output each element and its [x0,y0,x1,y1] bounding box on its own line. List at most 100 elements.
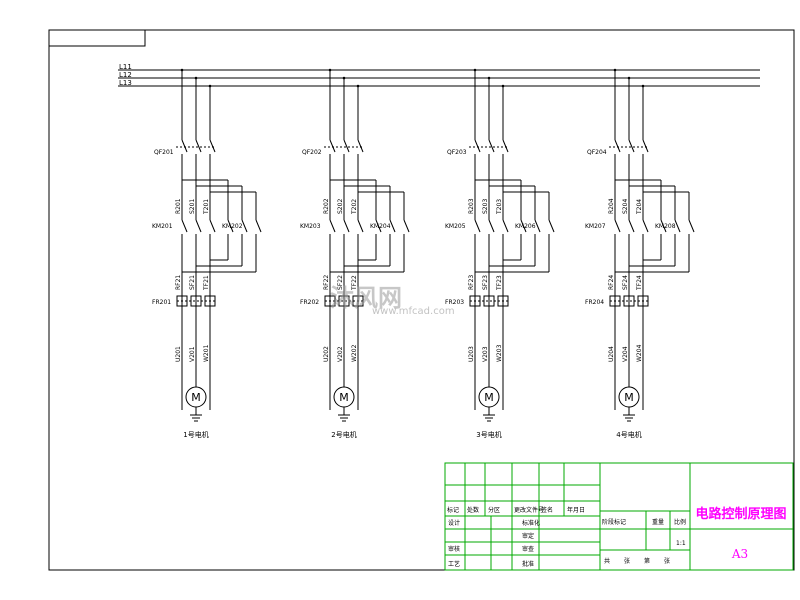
reverse-contact [548,219,555,233]
wire-label: SF23 [482,275,489,290]
breaker-contact [329,139,336,153]
title-block [444,462,794,571]
wire-label: U202 [323,346,330,362]
wire-label: W201 [203,344,210,362]
breaker-label: QF202 [302,149,322,156]
reverse-contact [534,219,541,233]
bus-label: L11 [119,63,132,71]
title-block-cell: 审定 [522,532,534,540]
breaker-contact [642,139,649,153]
bus-junction [180,68,184,72]
reverse-contact [520,219,527,233]
breaker-contact [614,139,621,153]
title-block-cell: 更改文件号 [514,506,544,514]
breaker-contact [628,139,635,153]
wire-label: V204 [622,346,629,362]
breaker-contact [502,139,509,153]
bus-junction [194,76,198,80]
wire-label: V202 [337,346,344,362]
bus-junction [487,76,491,80]
title-block-cell: 阶段标记 [602,518,626,526]
contactor-contact [628,219,635,233]
contactor-label: KM206 [515,223,536,230]
breaker-contact [209,139,216,153]
wire-label: RF24 [608,275,615,290]
contactor-label: KM208 [655,223,676,230]
relay-label: FR202 [300,299,319,306]
relay-label: FR203 [445,299,464,306]
relay-label: FR201 [152,299,171,306]
motor-letter: M [484,391,494,404]
wire-label: T201 [203,199,210,215]
contactor-contact [329,219,336,233]
breaker-label: QF204 [587,149,607,156]
bus-junction [613,68,617,72]
title-block-cell: 审查 [522,545,534,553]
contactor-contact [502,219,509,233]
wire-label: U204 [608,346,615,362]
reverse-contact [375,219,382,233]
drawing-frame [48,29,795,571]
contactor-contact [488,219,495,233]
title-block-cell: 处数 [467,506,479,514]
wire-label: W204 [636,344,643,362]
wire-label: TF22 [351,275,358,291]
contactor-contact [343,219,350,233]
title-block-cell: 年月日 [567,506,585,514]
relay-label: FR204 [585,299,604,306]
wire-label: S202 [337,199,344,214]
title-block-cell: 工艺 [448,560,460,568]
bus-junction [356,84,360,88]
reverse-contact [688,219,695,233]
title-block-cell: 比例 [674,518,686,526]
contactor-contact [614,219,621,233]
reverse-contact [389,219,396,233]
contactor-contact [195,219,202,233]
contactor-contact [357,219,364,233]
wire-label: R203 [468,198,475,214]
bus-junction [328,68,332,72]
bus-junction [342,76,346,80]
motor-caption: 1号电机 [183,430,208,439]
title-block-cell: 签名 [541,506,553,514]
title-block-cell: 标准化 [522,519,540,527]
wire-label: TF23 [496,275,503,291]
motor-caption: 3号电机 [476,430,501,439]
wire-label: SF22 [337,275,344,290]
bus-label: L13 [119,79,132,87]
wire-label: T202 [351,199,358,215]
wire-label: TF24 [636,275,643,291]
wire-label: W203 [496,344,503,362]
contactor-contact [474,219,481,233]
breaker-label: QF201 [154,149,174,156]
title-block-cell: 标记 [447,506,459,514]
title-block-cell: 批准 [522,560,534,568]
title-block-cell: 第 [644,557,650,565]
wire-label: T204 [636,199,643,215]
motor-caption: 4号电机 [616,430,641,439]
bus-label: L12 [119,71,132,79]
bus-junction [641,84,645,88]
motor-letter: M [624,391,634,404]
wire-label: R201 [175,198,182,214]
reverse-contact [403,219,410,233]
reverse-contact [227,219,234,233]
contactor-contact [209,219,216,233]
wire-label: S201 [189,199,196,214]
contactor-contact [181,219,188,233]
contactor-label: KM201 [152,223,173,230]
wire-label: S203 [482,199,489,214]
reverse-contact [255,219,262,233]
breaker-contact [474,139,481,153]
breaker-contact [181,139,188,153]
wire-label: T203 [496,199,503,215]
frame-corner-box [48,29,146,47]
title-block-cell: 张 [664,557,670,565]
bus-junction [501,84,505,88]
